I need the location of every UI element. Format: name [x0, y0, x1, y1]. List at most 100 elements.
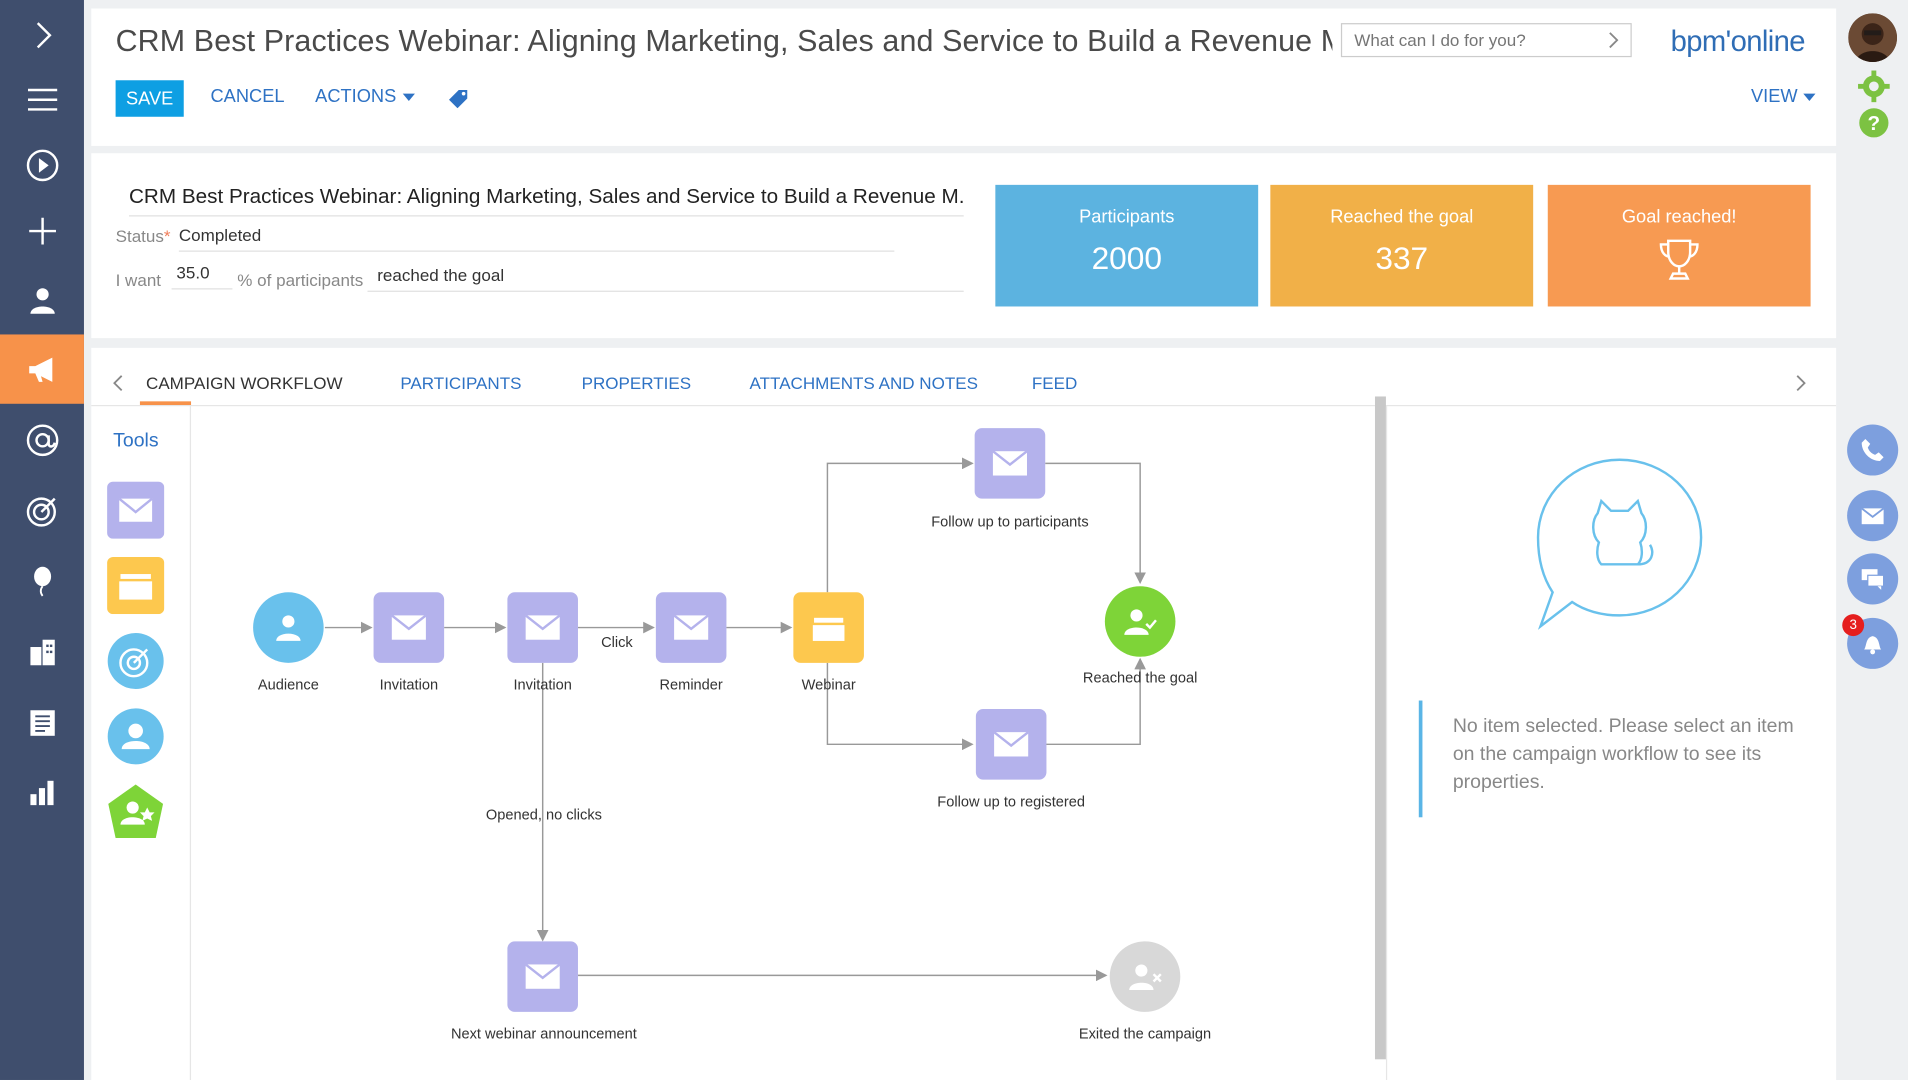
notification-count-badge: 3	[1842, 614, 1865, 637]
envelope-icon	[524, 614, 561, 640]
envelope-icon	[1861, 507, 1885, 525]
percent-underline	[171, 288, 233, 290]
i-want-label: I want	[115, 269, 162, 290]
tool-event[interactable]	[107, 557, 165, 615]
node-exited-campaign-label: Exited the campaign	[1078, 1025, 1212, 1043]
node-invitation-2-label: Invitation	[513, 676, 572, 694]
menu-icon[interactable]	[0, 64, 84, 133]
documents-icon[interactable]	[0, 687, 84, 756]
settings-gear-icon[interactable]	[1856, 68, 1893, 104]
dashboards-chart-icon[interactable]	[0, 756, 84, 825]
node-invitation-1[interactable]	[373, 592, 445, 663]
goal-reached-tile[interactable]: Goal reached!	[1547, 184, 1811, 307]
node-next-webinar-announcement-label: Next webinar announcement	[450, 1025, 637, 1043]
reached-goal-tile[interactable]: Reached the goal 337	[1270, 184, 1534, 307]
accounts-building-icon[interactable]	[0, 617, 84, 686]
page-title: CRM Best Practices Webinar: Aligning Mar…	[115, 24, 1333, 59]
envelope-icon	[673, 614, 709, 640]
participants-label: Participants	[1079, 206, 1175, 228]
tool-audience[interactable]	[107, 708, 164, 765]
goal-underline	[367, 290, 964, 292]
audience-tool-icon	[107, 708, 164, 765]
status-value[interactable]: Completed	[178, 224, 262, 245]
balloon-icon[interactable]	[0, 546, 84, 615]
workflow-panel: CAMPAIGN WORKFLOW PARTICIPANTS PROPERTIE…	[91, 347, 1837, 1080]
email-button[interactable]	[1847, 490, 1899, 542]
save-button[interactable]: SAVE	[115, 80, 184, 117]
node-webinar[interactable]	[793, 592, 864, 663]
person-exit-icon	[1129, 964, 1162, 990]
phone-button[interactable]	[1847, 424, 1899, 476]
goal-reached-label: Goal reached!	[1621, 206, 1737, 228]
campaign-name-field[interactable]: CRM Best Practices Webinar: Aligning Mar…	[128, 185, 964, 217]
edge-click-label: Click	[601, 633, 633, 651]
actions-button[interactable]: ACTIONS	[315, 86, 415, 107]
percent-label: % of participants	[237, 269, 364, 290]
campaigns-megaphone-icon[interactable]	[0, 334, 84, 404]
properties-empty-text: No item selected. Please select an item …	[1452, 716, 1794, 793]
email-at-icon[interactable]	[0, 405, 84, 474]
tab-attachments-and-notes[interactable]: ATTACHMENTS AND NOTES	[749, 373, 978, 393]
tabs-scroll-right-icon[interactable]	[1795, 375, 1807, 392]
goal-percent-input[interactable]: 35.0	[176, 262, 210, 283]
tab-feed[interactable]: FEED	[1031, 373, 1078, 393]
campaign-info-panel: CRM Best Practices Webinar: Aligning Mar…	[91, 153, 1837, 339]
tool-goal[interactable]	[107, 783, 164, 840]
node-next-webinar-announcement[interactable]	[507, 941, 578, 1012]
node-follow-up-registered[interactable]	[975, 709, 1047, 780]
chat-bubble-cat-icon	[1536, 458, 1703, 630]
trophy-icon	[1659, 239, 1699, 280]
envelope-icon	[391, 614, 427, 640]
chat-button[interactable]	[1847, 553, 1899, 605]
tool-email[interactable]	[107, 481, 165, 539]
envelope-icon	[992, 450, 1028, 476]
node-reached-goal[interactable]	[1104, 586, 1176, 657]
chevron-down-icon	[402, 93, 415, 101]
search-input[interactable]	[1340, 23, 1632, 58]
node-reminder[interactable]	[655, 592, 727, 663]
view-button[interactable]: VIEW	[1751, 86, 1816, 107]
properties-pane: No item selected. Please select an item …	[1385, 406, 1836, 1080]
target-tool-icon	[107, 633, 164, 689]
node-exited-campaign[interactable]	[1109, 941, 1181, 1012]
tab-properties[interactable]: PROPERTIES	[581, 373, 692, 393]
goal-target-field[interactable]: reached the goal	[377, 265, 505, 285]
expand-nav-icon[interactable]	[0, 0, 84, 69]
tool-landing[interactable]	[107, 632, 164, 689]
canvas-scrollbar[interactable]	[1374, 396, 1386, 1060]
node-audience[interactable]	[253, 592, 324, 663]
tab-campaign-workflow[interactable]: CAMPAIGN WORKFLOW	[146, 373, 343, 393]
workflow-canvas[interactable]: Audience Invitation Invitation Click Rem…	[191, 406, 1374, 1080]
node-webinar-label: Webinar	[801, 676, 856, 694]
avatar[interactable]	[1848, 13, 1897, 63]
cancel-button[interactable]: CANCEL	[210, 86, 285, 108]
add-icon[interactable]	[0, 196, 84, 265]
play-icon[interactable]	[0, 130, 84, 199]
node-follow-up-participants[interactable]	[974, 428, 1046, 499]
node-invitation-2[interactable]	[507, 592, 578, 663]
node-reached-goal-label: Reached the goal	[1082, 668, 1198, 686]
contacts-icon[interactable]	[0, 265, 84, 334]
tools-pane: Tools	[91, 406, 192, 1080]
help-icon[interactable]: ?	[1856, 105, 1893, 141]
properties-hint-bar	[1418, 700, 1423, 818]
node-invitation-1-label: Invitation	[379, 676, 439, 694]
search-go-icon[interactable]	[1604, 28, 1623, 52]
target-icon[interactable]	[0, 476, 84, 545]
node-reminder-label: Reminder	[659, 676, 723, 694]
email-tool-icon	[107, 481, 165, 539]
envelope-icon	[993, 731, 1029, 757]
chevron-down-icon	[1803, 93, 1816, 101]
tab-participants[interactable]: PARTICIPANTS	[400, 373, 522, 393]
tag-icon[interactable]	[448, 89, 468, 109]
left-navigation	[0, 0, 84, 1080]
tools-title: Tools	[113, 430, 159, 452]
svg-text:?: ?	[1868, 112, 1881, 135]
reached-goal-value: 337	[1375, 239, 1429, 277]
edge-opened-no-clicks-label: Opened, no clicks	[485, 806, 602, 824]
tabs-bar: CAMPAIGN WORKFLOW PARTICIPANTS PROPERTIE…	[91, 348, 1837, 407]
participants-tile[interactable]: Participants 2000	[995, 184, 1259, 307]
tabs-scroll-left-icon[interactable]	[112, 375, 124, 392]
page-header: CRM Best Practices Webinar: Aligning Mar…	[91, 8, 1837, 146]
status-label: Status*	[115, 226, 171, 246]
